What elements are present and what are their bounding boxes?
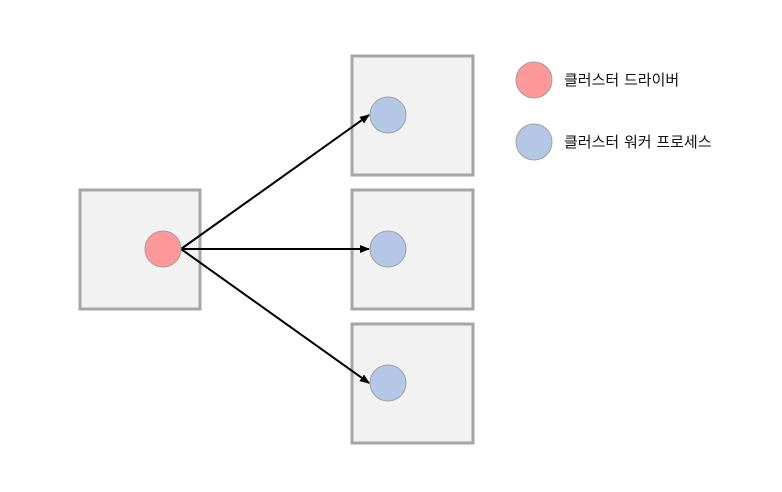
worker-process-node-3 <box>369 364 407 402</box>
legend-driver-label: 클러스터 드라이버 <box>564 71 680 89</box>
arrow-to-worker-3 <box>180 248 370 384</box>
driver-process-node <box>144 230 182 268</box>
worker-process-node-1 <box>369 96 407 134</box>
worker-process-node-2 <box>369 230 407 268</box>
legend-worker-label: 클러스터 워커 프로세스 <box>564 133 712 151</box>
arrow-to-worker-1 <box>180 114 370 250</box>
legend-driver-swatch <box>515 61 553 99</box>
legend-worker-swatch <box>515 123 553 161</box>
